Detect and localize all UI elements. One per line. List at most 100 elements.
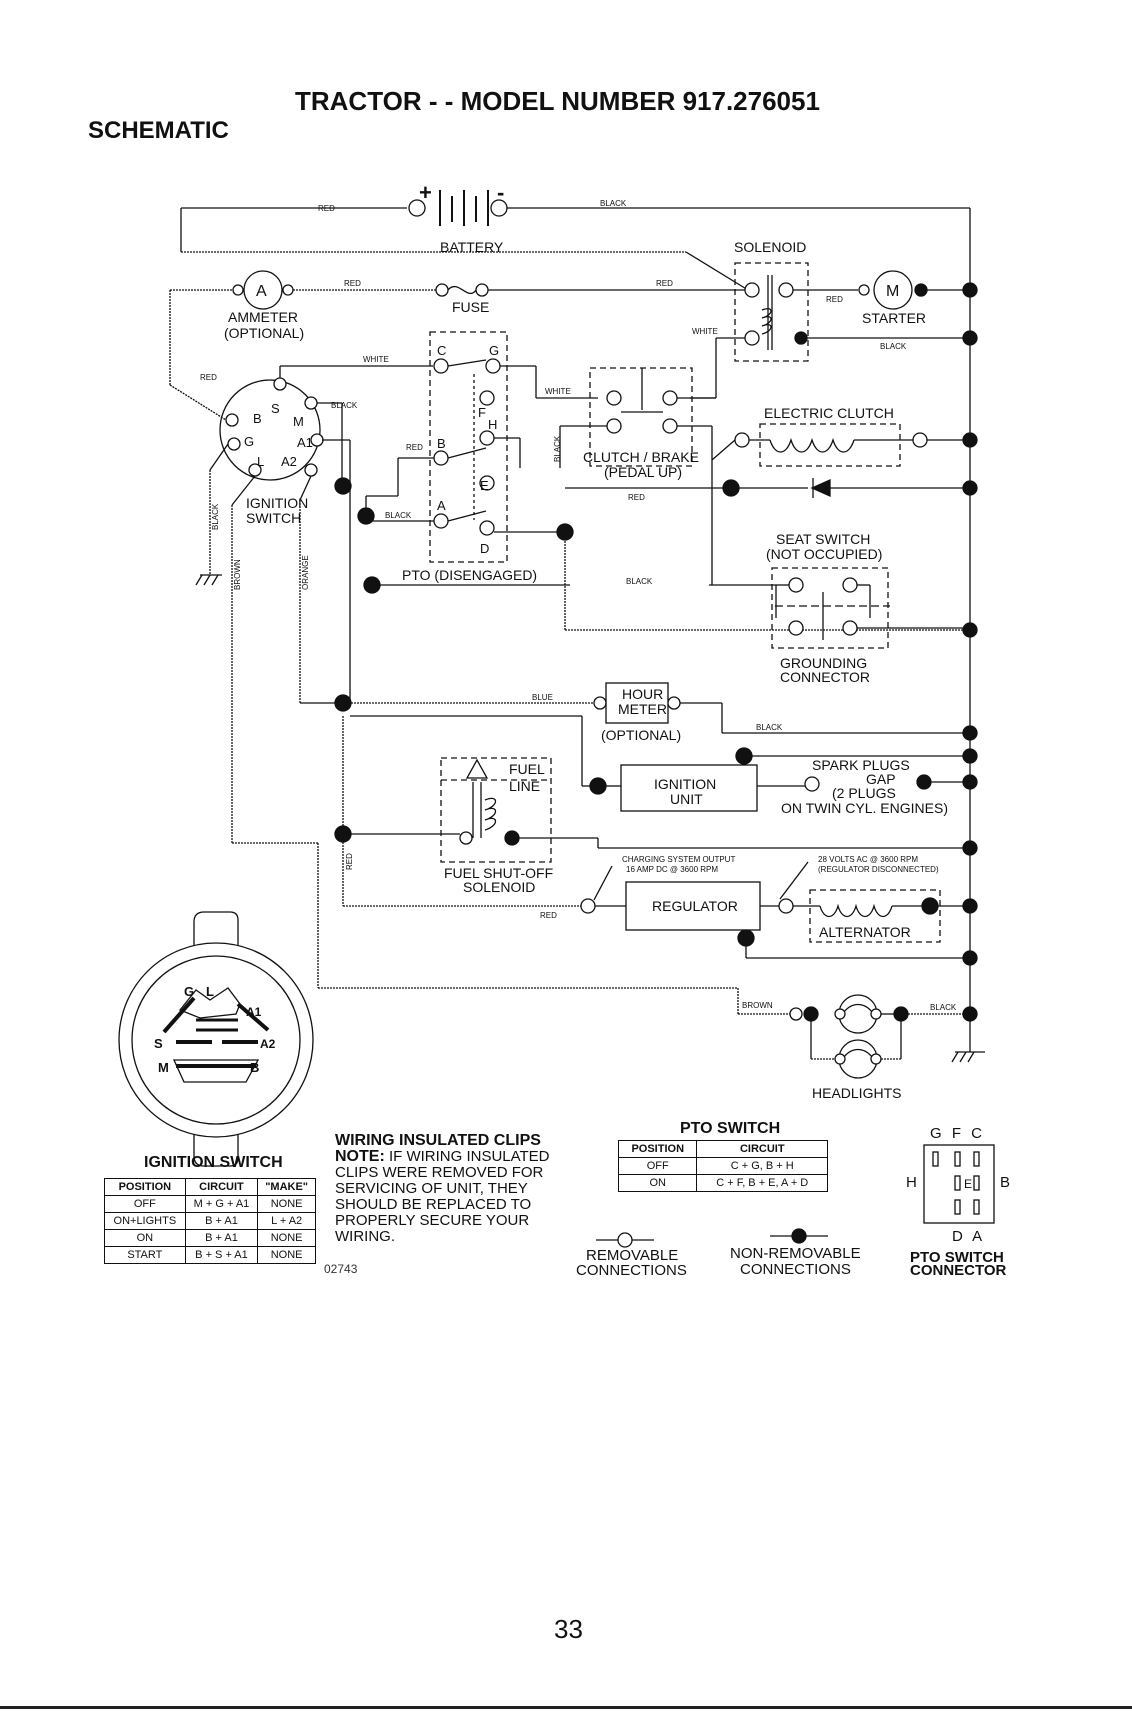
pin-B: B [253,411,262,426]
table-header-row: POSITION CIRCUIT "MAKE" [104,1178,316,1196]
battery: + - BATTERY RED BLACK [181,180,970,255]
wire-label-red: RED [200,373,217,382]
fuel-solenoid-label: FUEL SHUT-OFF [444,865,553,881]
alternator-label: ALTERNATOR [819,924,911,940]
ignition-unit-label-2: UNIT [670,791,703,807]
table-row: OFF M + G + A1 NONE [104,1195,316,1213]
electric-clutch: ELECTRIC CLUTCH [734,405,978,467]
ignition-table-caption: IGNITION SWITCH [144,1154,283,1171]
fuse-label: FUSE [452,299,489,315]
ammeter: A AMMETER (OPTIONAL) [170,270,304,341]
volts-ac-label: 28 VOLTS AC @ 3600 RPM [818,855,918,864]
pto-switch-table: POSITION CIRCUIT OFF C + G, B + H ON C +… [617,1140,828,1192]
bottom-rule [0,1706,1132,1709]
wire-label-orange: ORANGE [301,555,310,590]
pto-table-caption: PTO SWITCH [680,1120,781,1137]
wire-label-white: WHITE [363,355,389,364]
note-label: NOTE: [335,1148,385,1165]
wire-label-black: BLACK [331,401,358,410]
wire-label-brown: BROWN [742,1001,773,1010]
pto-pin-A: A [437,498,446,513]
pto-connector-pin-E: E [964,1177,972,1191]
wire-label-black: BLACK [756,723,783,732]
ammeter-label: AMMETER [228,309,298,325]
starter-label: STARTER [862,310,926,326]
column-header: CIRCUIT [184,1178,259,1196]
fuel-shutoff-solenoid: FUEL LINE FUEL SHUT-OFF SOLENOID [440,757,553,895]
hour-meter-label: HOUR [622,686,663,702]
pin-M: M [293,414,304,429]
table-cell: NONE [257,1246,316,1264]
fuse: FUSE [435,283,489,315]
clutch-brake-label: CLUTCH / BRAKE [583,449,699,465]
wire-label-red: RED [826,295,843,304]
charging-output-label: CHARGING SYSTEM OUTPUT [622,855,735,864]
table-cell: C + G, B + H [696,1157,828,1175]
note-text: IF WIRING INSULATED CLIPS WERE REMOVED F… [335,1148,550,1245]
pto-connector-caption: PTO SWITCH [910,1249,1004,1266]
column-header: "MAKE" [257,1178,316,1196]
clutch-brake-label-2: (PEDAL UP) [604,464,682,480]
ignition-connector-face: G L A1 A2 S M B [118,911,314,1167]
pto-switch-connector: G F C E H B D A PTO SWITCH CONNECTOR [906,1125,1010,1279]
page-number: 33 [554,1614,583,1644]
wire-label-black: BLACK [626,577,653,586]
table-cell: ON [104,1229,186,1247]
pto-pin-E: E [480,478,489,493]
ignition-unit: IGNITION UNIT [589,747,978,812]
battery-minus-label: - [497,180,504,205]
wiring-clips-note: WIRING INSULATED CLIPS NOTE: IF WIRING I… [335,1133,575,1245]
connector-letter-A1: A1 [246,1005,262,1019]
wire-label-red: RED [344,279,361,288]
starter-letter: M [886,283,899,300]
table-cell: NONE [257,1229,316,1247]
pto-connector-pin-H: H [906,1174,917,1191]
regulator-label: REGULATOR [652,898,738,914]
pto-pin-H: H [488,417,497,432]
spark-plugs-count: (2 PLUGS [832,785,896,801]
wire-label-white: WHITE [545,387,571,396]
wire-label-black: BLACK [600,199,627,208]
table-row: ON+LIGHTS B + A1 L + A2 [104,1212,316,1230]
seat-switch-label-2: (NOT OCCUPIED) [766,546,882,562]
spark-plugs-label: SPARK PLUGS [812,757,910,773]
note-heading: WIRING INSULATED CLIPS [335,1132,541,1149]
nonremovable-label: NON-REMOVABLE [730,1245,861,1262]
seat-switch-label: SEAT SWITCH [776,531,870,547]
document-number: 02743 [324,1262,358,1276]
volts-ac-label-2: (REGULATOR DISCONNECTED) [818,865,939,874]
column-header: POSITION [104,1178,186,1196]
ignition-switch-label: IGNITION [246,495,308,511]
table-cell: OFF [104,1195,186,1213]
table-cell: C + F, B + E, A + D [696,1174,828,1192]
wire-label-red: RED [628,493,645,502]
ammeter-optional: (OPTIONAL) [224,325,304,341]
pto-pin-F: F [478,405,486,420]
wire-label-red: RED [656,279,673,288]
table-cell: L + A2 [257,1212,316,1230]
grounding-label-2: CONNECTOR [780,669,870,685]
table-cell: B + A1 [184,1229,259,1247]
removable-label: REMOVABLE [586,1247,678,1264]
charging-output-label-2: 16 AMP DC @ 3600 RPM [626,865,718,874]
ignition-switch-label-2: SWITCH [246,510,301,526]
wire-label-brown: BROWN [233,559,242,590]
pto-switch: C G F H B E A D PTO (DISENGAGED) [402,331,537,583]
pto-pin-B: B [437,436,446,451]
pin-G: G [244,434,254,449]
spark-plugs-gap: GAP [866,771,896,787]
solenoid-label: SOLENOID [734,239,806,255]
table-row: ON B + A1 NONE [104,1229,316,1247]
fuel-line-label: FUEL [509,761,545,777]
wire-label-white: WHITE [692,327,718,336]
headlights-label: HEADLIGHTS [812,1085,901,1101]
nonremovable-label-2: CONNECTIONS [740,1261,851,1278]
column-header: CIRCUIT [696,1140,828,1158]
connection-legend: REMOVABLE CONNECTIONS NON-REMOVABLE CONN… [576,1228,861,1279]
pin-A1: A1 [297,435,313,450]
electric-clutch-label: ELECTRIC CLUTCH [764,405,894,421]
table-cell: ON+LIGHTS [104,1212,186,1230]
table-row: OFF C + G, B + H [617,1157,828,1175]
table-header-row: POSITION CIRCUIT [617,1140,828,1158]
wire-label-black: BLACK [385,511,412,520]
